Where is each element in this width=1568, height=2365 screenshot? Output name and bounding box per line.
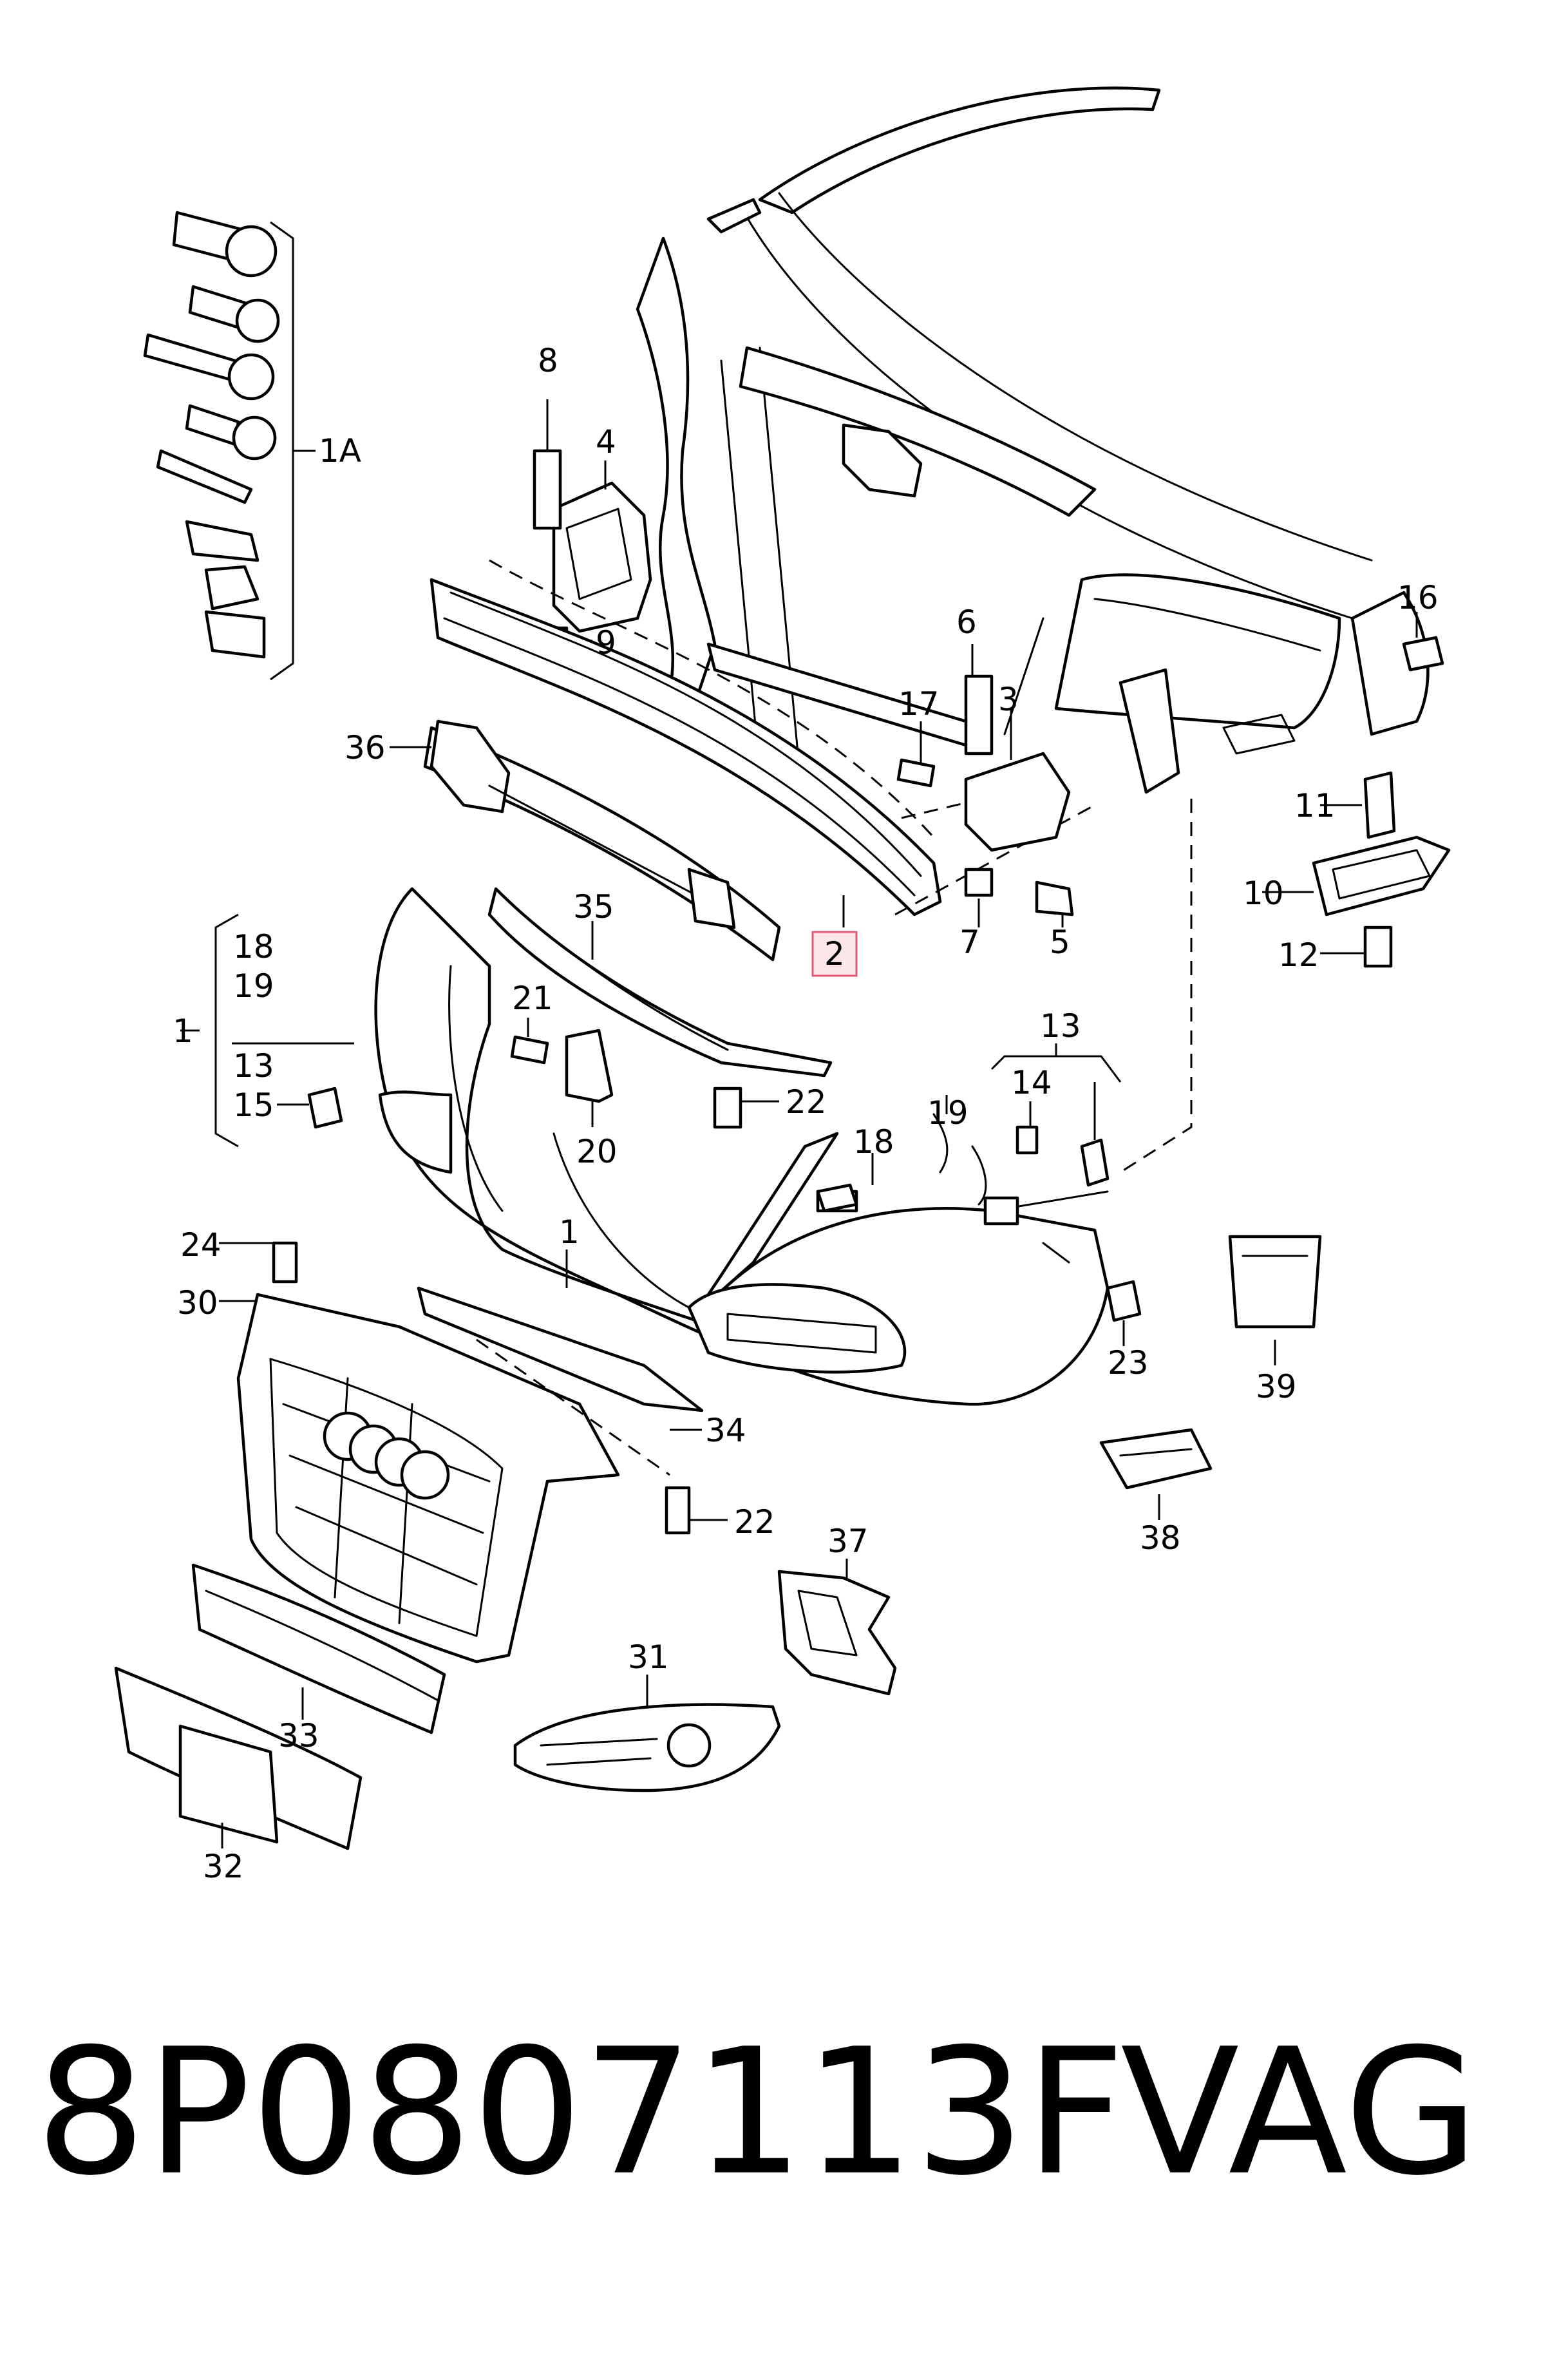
fog-grille-31 [513, 1675, 781, 1792]
callout-35: 35 [573, 888, 614, 926]
callout-9: 9 [596, 624, 616, 661]
callout-38: 38 [1140, 1519, 1181, 1557]
brand-label: VAG [1120, 2011, 1479, 2214]
bracket-3 [896, 644, 1074, 927]
callout-1A: 1A [319, 432, 361, 470]
callout-2-highlight [811, 931, 858, 977]
bracket-20 [510, 1018, 779, 1129]
callout-16: 16 [1397, 579, 1439, 616]
fastener-set-1A [143, 211, 316, 681]
callout-7: 7 [959, 924, 980, 961]
callout-labels: 1A 8 4 9 16 6 17 3 36 11 10 12 35 2 7 5 … [173, 342, 1439, 1885]
callout-33: 33 [278, 1717, 319, 1754]
callout-22-lower: 22 [734, 1503, 775, 1541]
absorber-36 [390, 719, 781, 962]
bracket-37 [777, 1559, 897, 1696]
callout-14: 14 [1011, 1064, 1052, 1101]
callout-12: 12 [1278, 936, 1319, 974]
callout-4: 4 [596, 423, 616, 461]
callout-5: 5 [1050, 924, 1070, 961]
bag-39 [1228, 1235, 1322, 1365]
callout-19: 19 [927, 1094, 968, 1132]
callout-15: 15 [233, 1087, 274, 1124]
callout-1: 1 [559, 1213, 580, 1251]
callout-18: 18 [853, 1123, 894, 1161]
callout-36: 36 [345, 729, 386, 766]
callout-18-bracket: 18 [233, 928, 274, 965]
callout-32: 32 [203, 1848, 244, 1885]
bumper-beam-2 [430, 559, 1095, 927]
bumper-cover-1 [180, 887, 1110, 1406]
callout-1-group: 1 [173, 1012, 193, 1050]
callout-13-bracket: 13 [233, 1047, 274, 1085]
callout-19-bracket: 19 [233, 967, 274, 1005]
screw-23 [1106, 1280, 1142, 1346]
callout-13: 13 [1040, 1007, 1081, 1045]
bracket-4 [533, 399, 652, 652]
callout-10: 10 [1243, 875, 1284, 912]
small-parts [277, 1043, 1122, 1213]
callout-22-upper: 22 [786, 1083, 827, 1121]
car-body-outline [636, 86, 1430, 794]
radiator-grille-30 [219, 1241, 728, 1664]
callout-20: 20 [576, 1133, 618, 1170]
callout-11: 11 [1294, 787, 1336, 824]
callout-21: 21 [512, 980, 553, 1017]
callout-8: 8 [538, 342, 558, 379]
plate-holder-32 [114, 1563, 446, 1850]
part-number: 8P0807113F [35, 2011, 1126, 2214]
callout-17: 17 [898, 685, 940, 723]
callout-2: 2 [824, 935, 845, 973]
grille-support-35 [487, 887, 833, 1078]
callout-30: 30 [177, 1284, 218, 1322]
callout-34: 34 [705, 1412, 746, 1449]
callout-23: 23 [1108, 1344, 1149, 1382]
callout-3: 3 [998, 681, 1019, 718]
footer: 8P0807113F VAG [0, 2016, 1568, 2209]
callout-39: 39 [1256, 1368, 1297, 1405]
callout-37: 37 [827, 1523, 869, 1560]
callout-31: 31 [628, 1638, 669, 1676]
callout-24: 24 [180, 1226, 222, 1264]
clip-38 [1099, 1428, 1213, 1520]
callout-6: 6 [956, 603, 977, 641]
side-bracket-10 [1120, 612, 1451, 1173]
